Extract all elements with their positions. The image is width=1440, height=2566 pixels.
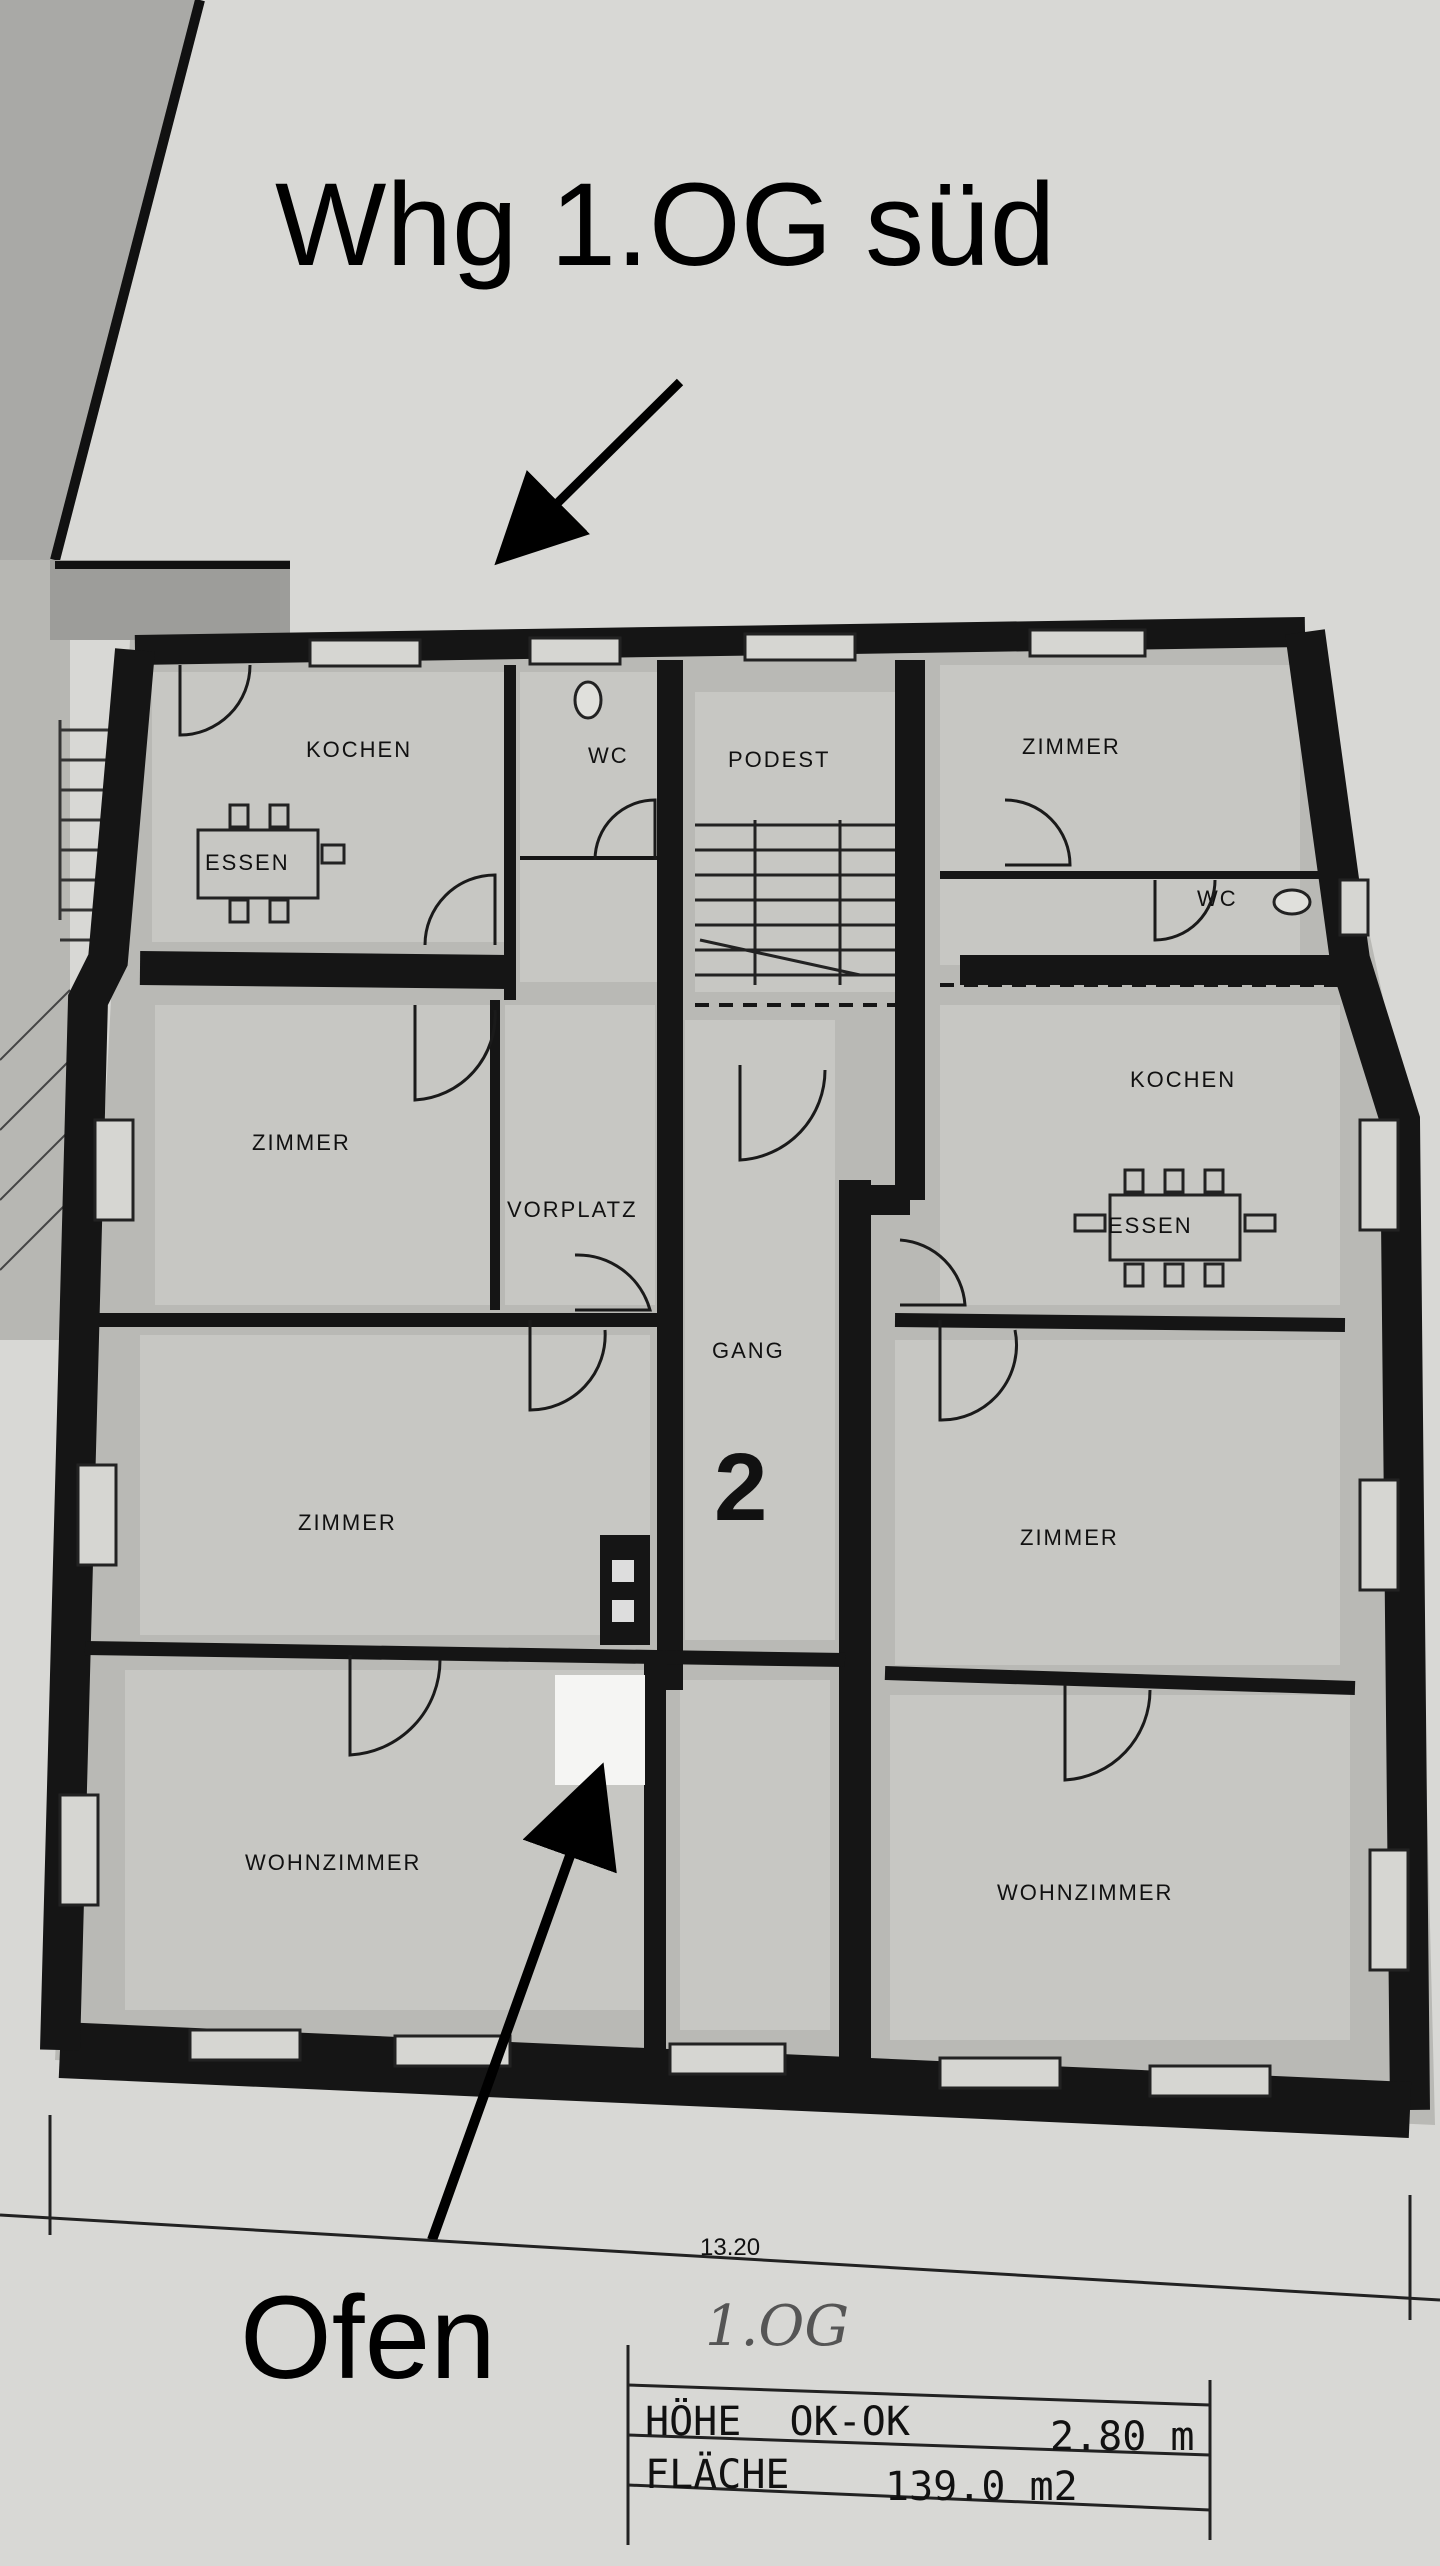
area-label: FLÄCHE	[645, 2450, 790, 2498]
dimension-line	[0, 2115, 1440, 2320]
floor-number: 2	[714, 1434, 767, 1541]
room-label-wohnzimmer-right: WOHNZIMMER	[997, 1880, 1173, 1905]
windows	[58, 628, 1410, 2098]
ofen-arrow	[427, 1762, 617, 2242]
stove-block	[555, 1675, 645, 1785]
neighbor-building	[0, 0, 290, 1340]
dining-table-left	[196, 803, 346, 924]
room-label-gang: GANG	[712, 1338, 785, 1363]
stamp-frame	[626, 2345, 1212, 2545]
room-label-zimmer-left-1: ZIMMER	[252, 1130, 351, 1155]
room-label-podest: PODEST	[728, 747, 830, 772]
height-value: 2.80 m	[1050, 2414, 1195, 2460]
staircase	[695, 820, 895, 985]
height-label: HÖHE OK-OK	[645, 2397, 910, 2445]
stamp-text: HÖHE OK-OK 2.80 m FLÄCHE 139.0 m2	[645, 2397, 1195, 2510]
room-label-essen-left: ESSEN	[205, 850, 290, 875]
room-fills	[125, 665, 1350, 2040]
title-arrow	[494, 378, 684, 566]
room-label-wc-left: WC	[588, 743, 629, 768]
door-swings	[178, 664, 1217, 1782]
room-label-vorplatz: VORPLATZ	[507, 1197, 638, 1222]
room-label-zimmer-top-right: ZIMMER	[1022, 734, 1121, 759]
toilet-fixtures	[573, 680, 1312, 916]
room-label-essen-right: ESSEN	[1108, 1213, 1193, 1238]
room-label-wohnzimmer-left: WOHNZIMMER	[245, 1850, 421, 1875]
interior-walls	[84, 660, 1356, 2060]
room-label-zimmer-left-2: ZIMMER	[298, 1510, 397, 1535]
area-value: 139.0 m2	[885, 2464, 1078, 2510]
room-labels: KOCHEN ESSEN WC PODEST ZIMMER WC ZIMMER …	[205, 734, 1238, 1905]
dimension-label: 13.20	[700, 2234, 760, 2261]
handwritten-floor-label: 1.OG	[705, 2294, 849, 2359]
chimney	[600, 1535, 650, 1645]
room-label-kochen-right: KOCHEN	[1130, 1067, 1236, 1092]
room-label-zimmer-right: ZIMMER	[1020, 1525, 1119, 1550]
dining-table-right	[1073, 1168, 1277, 1288]
ofen-callout: Ofen	[240, 2272, 496, 2404]
page-title: Whg 1.OG süd	[275, 159, 1055, 291]
room-label-kochen-left: KOCHEN	[306, 737, 412, 762]
room-label-wc-right: WC	[1197, 886, 1238, 911]
